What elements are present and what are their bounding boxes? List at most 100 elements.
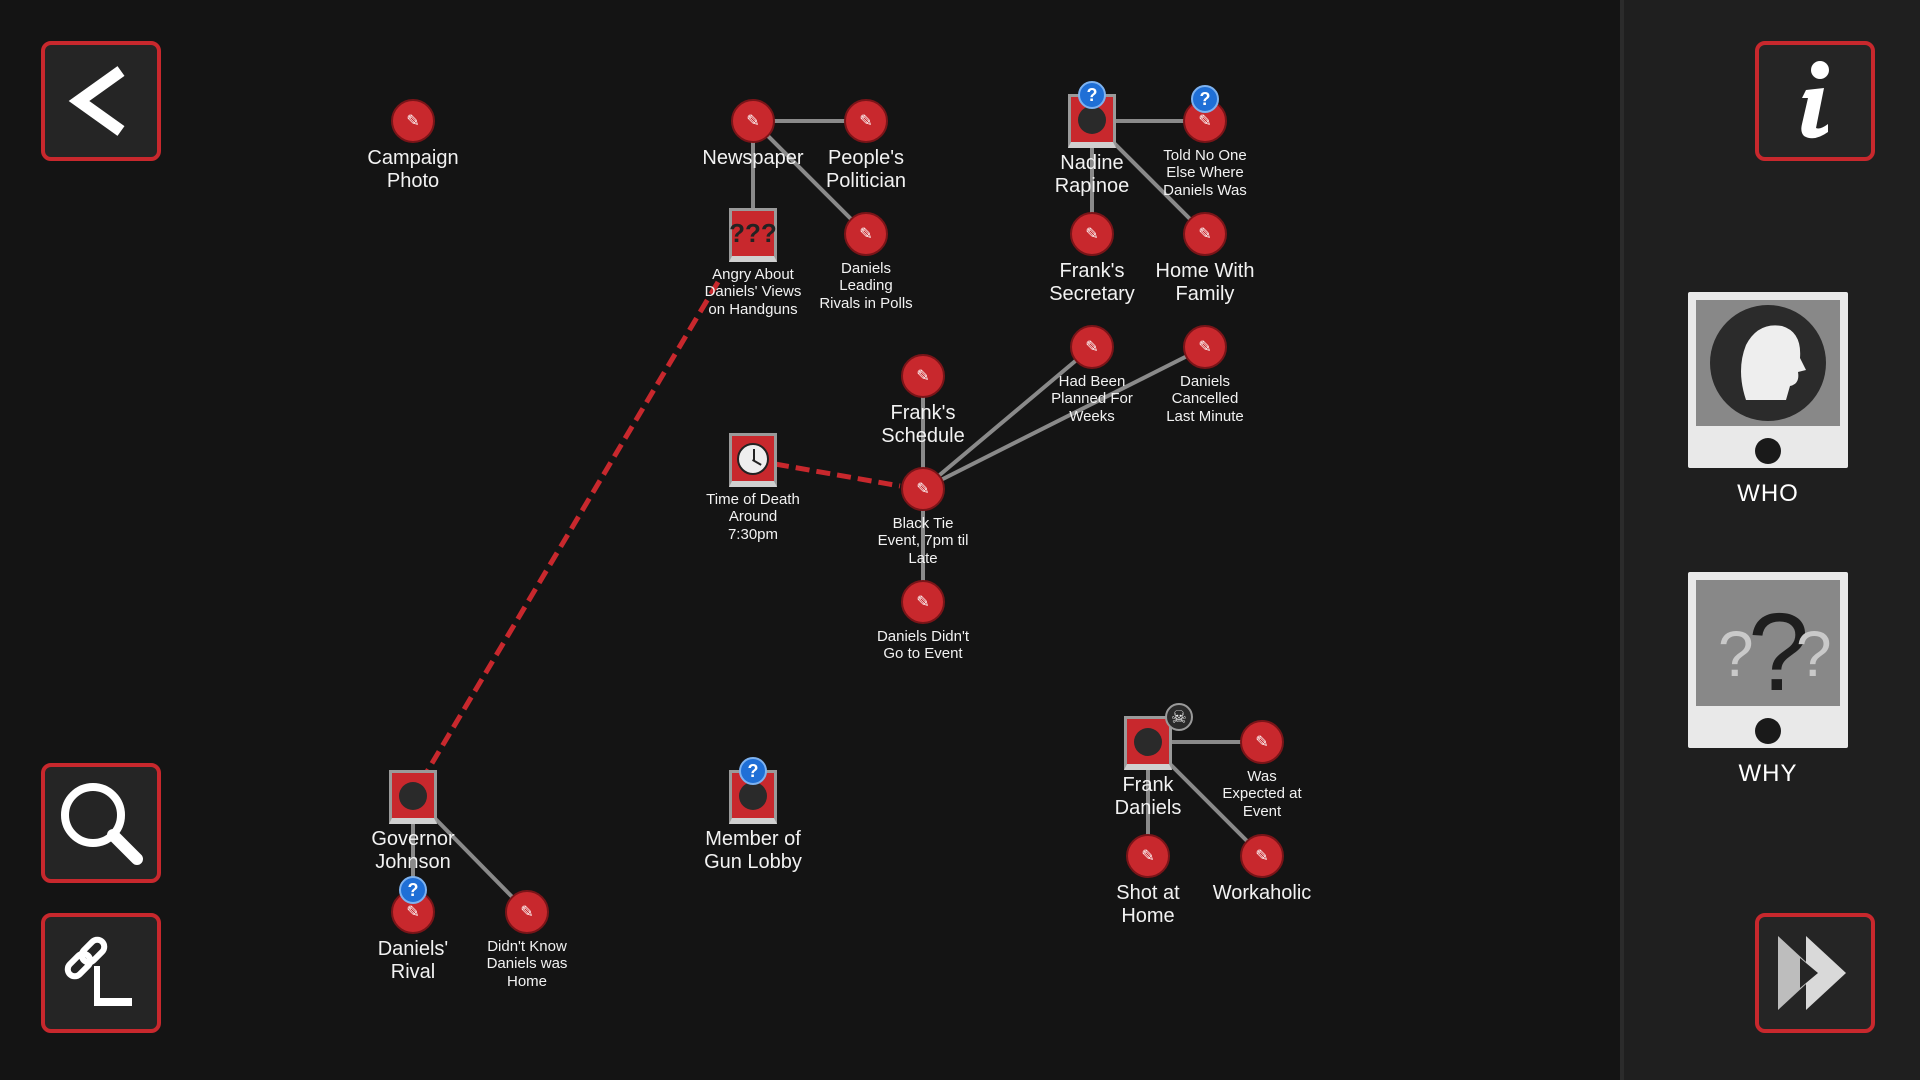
node-label: Frank's Secretary [1049, 260, 1135, 305]
link-blacktie-planned [921, 345, 1094, 491]
node-label: Home With Family [1155, 260, 1255, 305]
node-didnt-know-home[interactable]: ✎ Didn't Know Daniels was Home [437, 890, 617, 990]
who-label: WHO [1737, 480, 1799, 507]
skull-icon: ☠ [1165, 703, 1193, 731]
fast-forward-button[interactable] [1755, 913, 1875, 1033]
document-icon: ✎ [1240, 834, 1284, 878]
node-franks-secretary[interactable]: ✎ Frank's Secretary [1002, 212, 1182, 306]
node-shot-at-home[interactable]: ✎ Shot at Home [1058, 834, 1238, 928]
document-icon: ✎ [391, 99, 435, 143]
node-label: Governor Johnson [371, 828, 455, 873]
node-black-tie-event[interactable]: ✎ Black Tie Event, 7pm til Late [833, 467, 1013, 567]
info-icon [1801, 61, 1829, 139]
why-card[interactable]: ? ? ? [1688, 572, 1848, 748]
document-icon: ✎ ? [391, 876, 435, 934]
node-label: Was Expected at Event [1222, 768, 1302, 820]
why-label: WHY [1738, 760, 1798, 787]
node-frank-daniels[interactable]: ☠ Frank Daniels [1058, 703, 1238, 820]
link-newspaper-daniels-leading [751, 119, 868, 236]
node-label: Member of Gun Lobby [704, 828, 802, 873]
node-told-no-one[interactable]: ✎ ? Told No One Else Where Daniels Was [1115, 85, 1295, 199]
node-label: Daniels Didn't Go to Event [876, 628, 970, 663]
node-label: Daniels Leading Rivals in Polls [819, 260, 913, 312]
document-icon: ✎ [901, 467, 945, 511]
document-icon: ✎ [505, 890, 549, 934]
fast-forward-icon [1778, 936, 1846, 1010]
document-icon: ✎ [901, 580, 945, 624]
node-label: Time of Death Around 7:30pm [706, 491, 800, 543]
clock-icon [729, 433, 777, 487]
svg-text:?: ? [1718, 618, 1754, 690]
node-label: Shot at Home [1116, 882, 1180, 927]
document-icon: ✎ [844, 99, 888, 143]
search-button[interactable] [41, 763, 161, 883]
document-icon: ✎ [1240, 720, 1284, 764]
node-angry-about-views[interactable]: ??? Angry About Daniels' Views on Handgu… [663, 208, 843, 318]
person-icon: ? [1068, 81, 1116, 148]
node-daniels-cancelled[interactable]: ✎ Daniels Cancelled Last Minute [1115, 325, 1295, 425]
link-blacktie-cancelled [922, 345, 1206, 491]
svg-text:?: ? [1796, 618, 1832, 690]
node-label: Workaholic [1212, 882, 1312, 904]
node-label: Daniels' Rival [377, 938, 449, 983]
back-button[interactable] [41, 41, 161, 161]
contradiction-angry-governor [422, 280, 721, 777]
document-icon: ✎ [1183, 212, 1227, 256]
document-icon: ✎ [844, 212, 888, 256]
contradiction-timeofdeath-blacktie [774, 461, 901, 489]
document-icon: ✎ [1183, 325, 1227, 369]
back-chevron-icon [68, 66, 125, 136]
node-didnt-go-to-event[interactable]: ✎ Daniels Didn't Go to Event [833, 580, 1013, 663]
document-icon: ✎ [901, 354, 945, 398]
node-label: Campaign Photo [367, 147, 459, 192]
node-member-gun-lobby[interactable]: ? Member of Gun Lobby [663, 757, 843, 874]
node-home-with-family[interactable]: ✎ Home With Family [1115, 212, 1295, 306]
person-icon: ? [729, 757, 777, 824]
evidence-board: ✎ Campaign Photo ✎ Newspaper ✎ People's … [41, 41, 1352, 1033]
question-marks-icon: ? ? ? [1718, 591, 1832, 714]
magnifier-icon [61, 783, 143, 865]
node-label: Frank's Schedule [881, 402, 965, 447]
person-icon: ☠ [1124, 703, 1193, 770]
side-panel: WHO ? ? ? WHY [1620, 0, 1920, 1080]
node-had-been-planned[interactable]: ✎ Had Been Planned For Weeks [1002, 325, 1182, 425]
node-label: People's Politician [825, 147, 907, 192]
document-icon: ✎ [1126, 834, 1170, 878]
node-nadine-rapinoe[interactable]: ? Nadine Rapinoe [1002, 81, 1182, 198]
node-label: Nadine Rapinoe [1054, 152, 1130, 197]
node-daniels-leading[interactable]: ✎ Daniels Leading Rivals in Polls [776, 212, 956, 312]
document-icon: ✎ [1070, 212, 1114, 256]
node-label: Black Tie Event, 7pm til Late [877, 515, 969, 567]
node-time-of-death[interactable]: Time of Death Around 7:30pm [663, 433, 843, 543]
who-card-image [1696, 300, 1840, 426]
who-card-dot [1755, 438, 1781, 464]
chain-link-icon [64, 936, 132, 1006]
node-label: Didn't Know Daniels was Home [486, 938, 568, 990]
unknown-badge-icon: ? [1078, 81, 1106, 109]
why-card-dot [1755, 718, 1781, 744]
node-newspaper[interactable]: ✎ Newspaper [663, 99, 843, 170]
document-icon: ✎ [1070, 325, 1114, 369]
node-label: Had Been Planned For Weeks [1051, 373, 1133, 425]
document-icon: ✎ ? [1183, 85, 1227, 143]
who-card[interactable] [1688, 292, 1848, 468]
node-campaign-photo[interactable]: ✎ Campaign Photo [323, 99, 503, 193]
node-label: Daniels Cancelled Last Minute [1166, 373, 1244, 425]
info-button[interactable] [1755, 41, 1875, 161]
unknown-badge-icon: ? [1191, 85, 1219, 113]
node-label: Angry About Daniels' Views on Handguns [704, 266, 802, 318]
question-marks-icon: ??? [729, 208, 777, 262]
node-was-expected[interactable]: ✎ Was Expected at Event [1172, 720, 1352, 820]
node-workaholic[interactable]: ✎ Workaholic [1172, 834, 1352, 905]
link-button[interactable] [41, 913, 161, 1033]
node-franks-schedule[interactable]: ✎ Frank's Schedule [833, 354, 1013, 448]
node-daniels-rival[interactable]: ✎ ? Daniels' Rival [323, 876, 503, 984]
node-governor-johnson[interactable]: Governor Johnson [323, 770, 503, 874]
unknown-badge-icon: ? [739, 757, 767, 785]
node-peoples-politician[interactable]: ✎ People's Politician [776, 99, 956, 193]
person-icon [389, 770, 437, 824]
node-label: Newspaper [702, 147, 804, 169]
person-silhouette-icon [1710, 305, 1826, 421]
node-label: Frank Daniels [1114, 774, 1182, 819]
why-card-image: ? ? ? [1696, 580, 1840, 714]
